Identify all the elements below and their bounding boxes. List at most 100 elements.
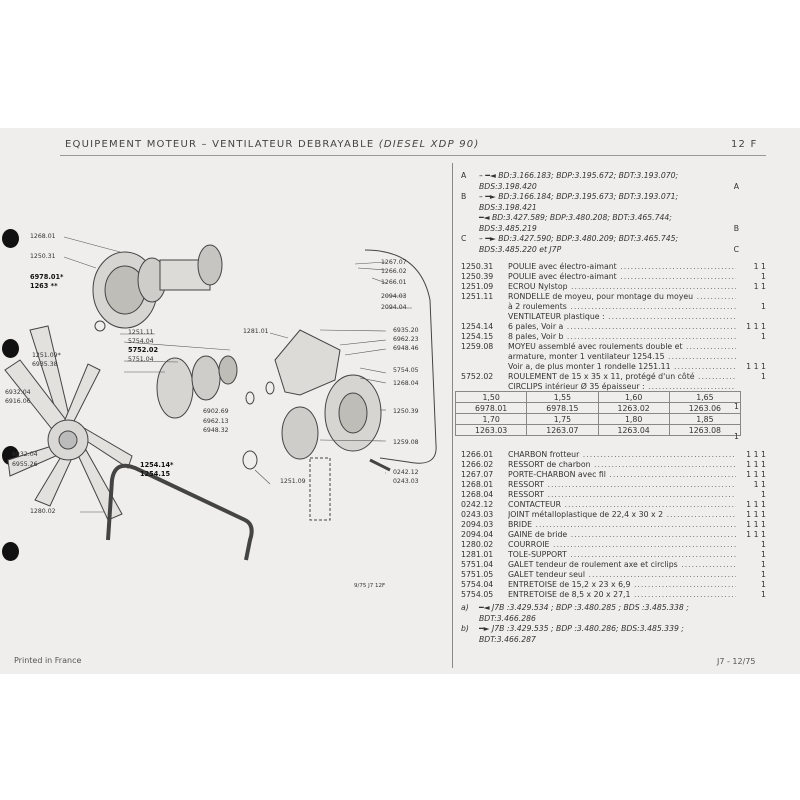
reference-line: BDS:3.198.421 (461, 203, 765, 214)
parts-row: 5751.05 GALET tendeur seul 1 (461, 570, 766, 580)
part-ref: 0243.03 (461, 510, 494, 519)
part-ref: 1266.02 (461, 460, 494, 469)
part-description: VENTILATEUR plastique : (508, 312, 736, 322)
callout-label: 6902.69 (203, 408, 229, 415)
callout-label: 2094.03 (381, 293, 407, 300)
header-engine: (DIESEL XDP 90) (378, 139, 480, 150)
note-text: ━► J7B :3.429.535 ; BDP :3.480.286; BDS:… (479, 624, 684, 633)
reference-marker: A (733, 181, 739, 191)
reference-line: A– ━◄ BD:3.166.183; BDP:3.195.672; BDT:3… (461, 171, 765, 182)
part-ref (461, 312, 508, 322)
circlips-cell: 1,85 (668, 413, 742, 425)
note-text: BDT:3.466.287 (479, 634, 536, 644)
callout-label: 1251.11 (128, 329, 154, 336)
circlips-cell: 1263.07 (526, 424, 599, 436)
part-ref: 0242.12 (461, 500, 494, 509)
part-description: 8 pales, Voir b (508, 332, 736, 342)
belt-drawing (106, 463, 254, 561)
callout-label: 6932.04 (12, 451, 38, 458)
part-qty: 1 (761, 580, 766, 589)
part-qty: 1 1 1 (746, 510, 766, 519)
parts-row: 1254.15 8 pales, Voir b1 (461, 332, 766, 342)
pulley-upper-drawing (92, 244, 223, 332)
parts-row: 1250.39 POULIE avec électro-aimant 1 (461, 272, 766, 282)
part-description: COURROIE (508, 540, 736, 550)
binder-hole (2, 229, 19, 248)
reference-line: BDS:3.485.220 et J7P C (461, 245, 765, 256)
part-ref: 2094.03 (461, 520, 494, 529)
callout-label: 6935.20 (393, 327, 419, 334)
callout-label: 1254.14* (140, 461, 174, 469)
part-qty: 1 1 (753, 282, 766, 291)
part-ref (461, 362, 508, 372)
reference-text: BDS:3.198.421 (479, 202, 537, 212)
parts-row: 1251.09 ECROU Nylstop 1 1 (461, 282, 766, 292)
part-description: POULIE avec électro-aimant (508, 272, 736, 282)
circlips-cell: 1263.06 (668, 402, 742, 414)
part-ref (461, 352, 508, 362)
part-description: CHARBON frotteur (508, 450, 736, 460)
part-description: ECROU Nylstop (508, 282, 736, 292)
callout-label: 1266.02 (381, 268, 407, 275)
part-qty: 1 (761, 372, 766, 381)
callout-label: 1267.07 (381, 259, 407, 266)
part-qty: 1 (761, 540, 766, 549)
part-description: BRIDE (508, 520, 736, 530)
callout-label: 1254.15 (140, 470, 170, 478)
part-qty: 1 (761, 272, 766, 281)
parts-row: VENTILATEUR plastique : (461, 312, 766, 322)
page-header: EQUIPEMENT MOTEUR – VENTILATEUR DEBRAYAB… (65, 139, 479, 150)
part-qty: 1 (761, 302, 766, 311)
callout-label: 5754.04 (128, 338, 154, 345)
part-ref: 5754.05 (461, 590, 494, 599)
callout-label: 5752.02 (128, 346, 158, 354)
part-qty (736, 312, 766, 322)
part-qty: 1 1 1 (746, 450, 766, 459)
serial-references: A– ━◄ BD:3.166.183; BDP:3.195.672; BDT:3… (461, 171, 765, 255)
callout-label: 1259.08 (393, 439, 419, 446)
part-qty: 1 (761, 560, 766, 569)
part-description: PORTE-CHARBON avec fil (508, 470, 736, 480)
part-ref: 5751.05 (461, 570, 494, 579)
callout-label: 6962.23 (393, 336, 419, 343)
circlips-cell: 6978.01 (454, 402, 528, 414)
part-description: ROULEMENT de 15 x 35 x 11, protégé d'un … (508, 372, 736, 382)
reference-text: BDS:3.485.220 et J7P (479, 244, 562, 254)
edition-code: J7 - 12/75 (717, 657, 756, 666)
part-qty: 1 1 (753, 262, 766, 271)
reference-line: C– ━► BD:3.427.590; BDP:3.480.209; BDT:3… (461, 234, 765, 245)
reference-marker: C (733, 244, 739, 254)
callout-label: 5754.05 (393, 367, 419, 374)
part-qty: 1 (761, 570, 766, 579)
part-qty: 1 (761, 490, 766, 499)
callout-label: 6916.06 (5, 398, 31, 405)
circlips-qty: 1 (734, 402, 739, 411)
reference-key: A (461, 171, 467, 180)
part-ref: 1250.39 (461, 272, 494, 281)
part-ref: 1251.09 (461, 282, 494, 291)
part-ref: 2094.04 (461, 530, 494, 539)
callout-label: 1268.01 (30, 233, 56, 240)
reference-key: C (461, 234, 467, 243)
circlips-cell: 6978.15 (526, 402, 599, 414)
callout-label: 0242.12 (393, 469, 419, 476)
part-description: GALET tendeur seul (508, 570, 736, 580)
part-description: RESSORT (508, 480, 736, 490)
page-number: 12 F (731, 139, 758, 150)
callout-label: 1263 ** (30, 282, 58, 290)
note-line: a)━◄ J7B :3.429.534 ; BDP :3.480.285 ; B… (461, 603, 766, 614)
part-ref: 1251.11 (461, 292, 494, 301)
